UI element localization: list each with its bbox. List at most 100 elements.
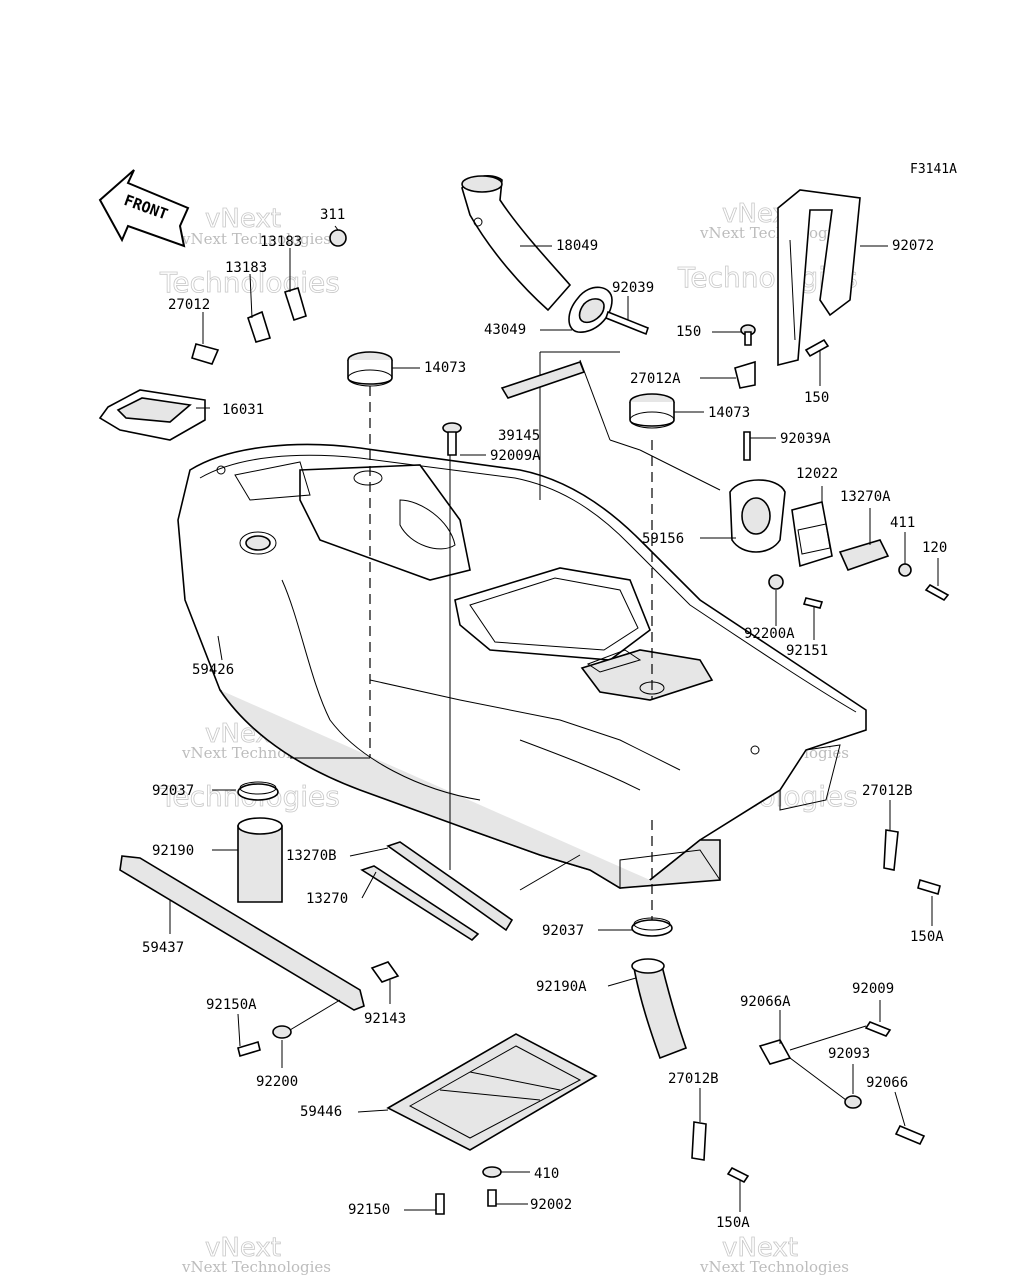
screw-92039 (605, 310, 649, 336)
watermark-bottom-right: vNext Technologies vNext (699, 1233, 849, 1276)
label-14073-a: 14073 (424, 360, 466, 376)
label-92190A: 92190A (536, 979, 587, 995)
label-59426: 59426 (192, 662, 234, 678)
bolt-92009 (864, 1021, 892, 1037)
label-92039A: 92039A (780, 431, 831, 447)
label-410: 410 (534, 1166, 559, 1182)
watermark-text: Technologies (159, 266, 340, 299)
washer-411 (898, 563, 912, 577)
label-411: 411 (890, 515, 915, 531)
label-92200: 92200 (256, 1074, 298, 1090)
figure-code: F3141A (910, 162, 957, 177)
pin-92143 (370, 961, 400, 983)
hose-92190A (631, 958, 688, 1060)
bolt-150A-bottom (726, 1166, 750, 1184)
bolt-150-a (740, 324, 756, 346)
clip-27012B-bottom (691, 1121, 707, 1161)
part-labels: 311 13183 13183 27012 16031 14073 18049 … (142, 207, 947, 1231)
label-92066A: 92066A (740, 994, 791, 1010)
label-311: 311 (320, 207, 345, 223)
label-14073-b: 14073 (708, 405, 750, 421)
label-27012: 27012 (168, 297, 210, 313)
watermark-bottom-left: vNext Technologies vNext (181, 1233, 331, 1276)
label-92002: 92002 (530, 1197, 572, 1213)
label-92009: 92009 (852, 981, 894, 997)
label-92072: 92072 (892, 238, 934, 254)
assembly-line (609, 439, 641, 451)
fitting-92066A (758, 1039, 792, 1065)
label-12022: 12022 (796, 466, 838, 482)
washer-92200A (768, 574, 784, 590)
label-27012A: 27012A (630, 371, 681, 387)
outlet-59156 (729, 479, 786, 553)
label-59437: 59437 (142, 940, 184, 956)
label-27012B-a: 27012B (862, 783, 913, 799)
strip-13270 (360, 865, 480, 942)
washer-410 (482, 1166, 502, 1178)
label-92037-b: 92037 (542, 923, 584, 939)
washer-92093 (844, 1095, 862, 1109)
screw-92151 (802, 597, 824, 609)
washer-92200 (272, 1025, 292, 1039)
label-92039: 92039 (612, 280, 654, 296)
clip-27012 (191, 343, 220, 365)
label-59446: 59446 (300, 1104, 342, 1120)
label-92190: 92190 (152, 843, 194, 859)
gasket-43049 (568, 286, 613, 333)
bolt-92150 (435, 1193, 445, 1215)
label-120: 120 (922, 540, 947, 556)
screw-92039A (743, 431, 751, 461)
label-13270: 13270 (306, 891, 348, 907)
label-18049: 18049 (556, 238, 598, 254)
label-13270A: 13270A (840, 489, 891, 505)
clip-27012B-right (883, 829, 899, 871)
watermark-text: vNext (205, 204, 281, 234)
label-150-a: 150 (676, 324, 701, 340)
label-92037-a: 92037 (152, 783, 194, 799)
label-92150A: 92150A (206, 997, 257, 1013)
label-92143: 92143 (364, 1011, 406, 1027)
duct-18049 (461, 175, 572, 312)
clip-27012A (734, 360, 756, 389)
watermark-text: vNext Technologies (699, 1258, 849, 1276)
watermark-top-left: vNext Technologies vNext Technologies (159, 204, 341, 300)
label-150A-b: 150A (716, 1215, 750, 1231)
watermark-text: vNext Technologies (181, 1258, 331, 1276)
cover-16031 (98, 389, 206, 441)
hose-92190 (237, 817, 283, 903)
clamp-92037-top (237, 781, 279, 801)
label-59156: 59156 (642, 531, 684, 547)
bolt-92150A (237, 1040, 261, 1058)
label-92066: 92066 (866, 1075, 908, 1091)
clamp-92037-bottom (631, 917, 673, 937)
label-150A-a: 150A (910, 929, 944, 945)
front-arrow-icon: FRONT (98, 169, 190, 248)
assembly-line (639, 449, 721, 491)
label-39145: 39145 (498, 428, 540, 444)
screw-120 (924, 583, 950, 602)
plug-14073-left (347, 351, 393, 387)
bracket-92072 (777, 189, 861, 367)
plate-13183-b (247, 310, 272, 343)
bolt-150-b (804, 338, 830, 358)
block-13270A (838, 539, 890, 571)
bolt-150A-right (917, 878, 941, 896)
watermark-text: vNext (722, 1233, 798, 1263)
label-13183: 13183 (260, 234, 302, 250)
bolt-92002 (487, 1189, 497, 1207)
label-92009A: 92009A (490, 448, 541, 464)
nut-311 (329, 229, 347, 247)
strip-13270B (386, 841, 514, 932)
plate-12022 (791, 501, 833, 568)
watermark-text: vNext Technologies (181, 230, 331, 248)
label-16031: 16031 (222, 402, 264, 418)
label-27012B-b: 27012B (668, 1071, 719, 1087)
label-150-b: 150 (804, 390, 829, 406)
label-92150: 92150 (348, 1202, 390, 1218)
rail-59437 (119, 855, 365, 1011)
label-92093: 92093 (828, 1046, 870, 1062)
hull-body (177, 443, 867, 889)
label-13183-b: 13183 (225, 260, 267, 276)
fitting-92066 (894, 1124, 926, 1146)
leader-lines (169, 225, 939, 1212)
